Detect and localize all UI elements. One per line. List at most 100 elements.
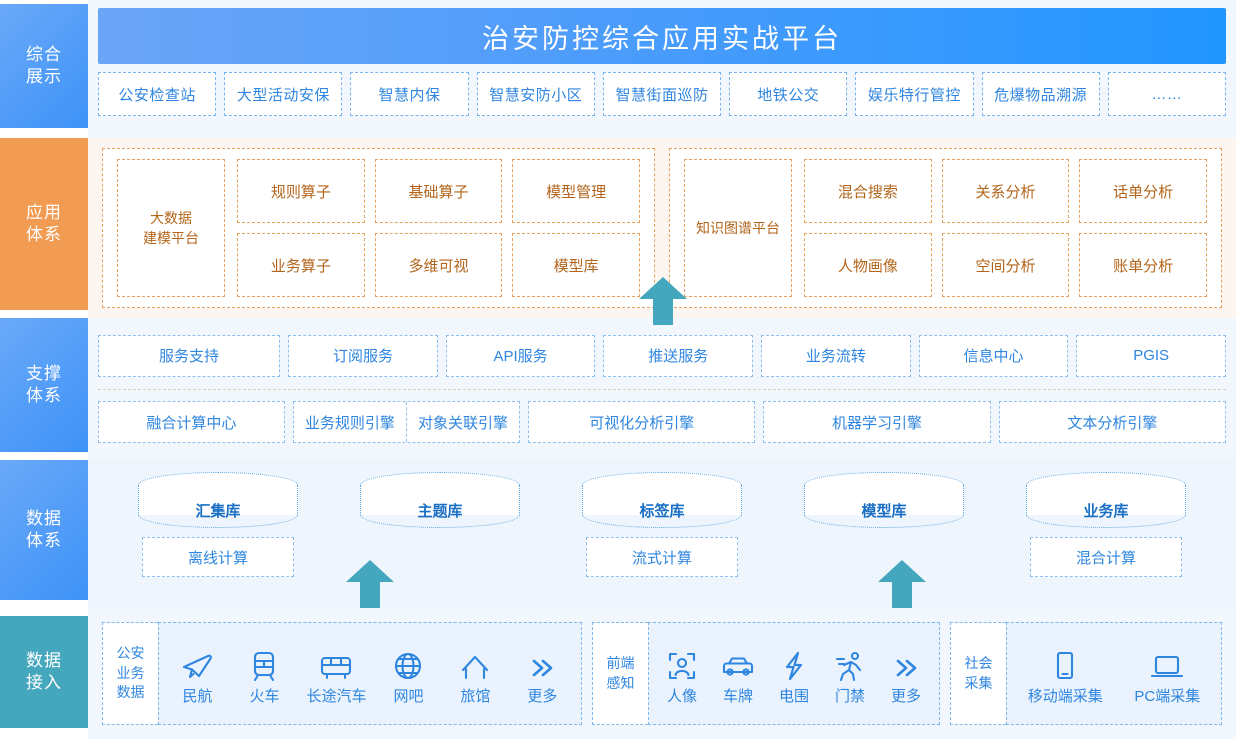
access-item[interactable]: 车牌 xyxy=(713,642,763,706)
car-icon xyxy=(720,642,756,682)
app-cell[interactable]: 人物画像 xyxy=(804,233,932,297)
app-cell[interactable]: 基础算子 xyxy=(374,159,503,223)
page-title: 治安防控综合应用实战平台 xyxy=(98,8,1226,64)
support-item[interactable]: 业务流转 xyxy=(761,334,911,377)
data-access-body: 公安 业务 数据 民航 xyxy=(88,608,1236,739)
access-item-more[interactable]: 更多 xyxy=(881,642,931,706)
app-cell[interactable]: 规则算子 xyxy=(237,159,365,223)
app-cell[interactable]: 业务算子 xyxy=(237,233,365,297)
support-item[interactable]: 订阅服务 xyxy=(288,334,438,377)
data-column: 标签库 流式计算 xyxy=(556,472,768,598)
access-item[interactable]: 火车 xyxy=(239,642,289,706)
app-main-knowledge-graph[interactable]: 知识图谱平台 xyxy=(684,159,792,297)
more-icon xyxy=(527,642,557,682)
display-tile[interactable]: 大型活动安保 xyxy=(224,72,343,116)
display-tile[interactable]: 地铁公交 xyxy=(729,72,848,116)
support-engine[interactable]: 融合计算中心 xyxy=(98,401,285,444)
sidebar-item-support-system: 支撑 体系 xyxy=(0,318,88,452)
section-support-system: 支撑 体系 服务支持 订阅服务 API服务 推送服务 业务流转 信息中心 PGI… xyxy=(0,318,1236,460)
support-item[interactable]: 服务支持 xyxy=(98,334,281,377)
label-line2: 业务 xyxy=(116,664,145,681)
app-cell-grid: 规则算子 基础算子 模型管理 业务算子 多维可视 模型库 xyxy=(237,159,640,297)
support-engine[interactable]: 对象关联引擎 xyxy=(405,402,519,443)
access-item-caption: 移动端采集 xyxy=(1027,687,1103,705)
data-column: 业务库 混合计算 xyxy=(1000,472,1212,598)
access-item-more[interactable]: 更多 xyxy=(517,642,567,706)
access-item[interactable]: 人像 xyxy=(657,642,707,706)
app-cell[interactable]: 多维可视 xyxy=(374,233,503,297)
app-cell[interactable]: 混合搜索 xyxy=(804,159,932,223)
support-item[interactable]: API服务 xyxy=(445,334,596,377)
access-item[interactable]: 长途汽车 xyxy=(306,642,366,706)
display-tile[interactable]: 危爆物品溯源 xyxy=(981,72,1100,116)
support-engine[interactable]: 业务规则引擎 xyxy=(304,414,395,432)
app-cell[interactable]: 关系分析 xyxy=(941,159,1070,223)
access-item-caption: 民航 xyxy=(182,687,213,705)
access-item[interactable]: 门禁 xyxy=(825,642,875,706)
database-cylinder[interactable]: 业务库 xyxy=(1026,472,1186,528)
sidebar-item-data-system: 数据 体系 xyxy=(0,460,88,600)
section-data-access: 数据 接入 公安 业务 数据 xyxy=(0,608,1236,739)
cylinder-body xyxy=(360,485,520,515)
support-engine[interactable]: 文本分析引擎 xyxy=(998,401,1226,444)
app-cell[interactable]: 账单分析 xyxy=(1079,233,1207,297)
app-cell[interactable]: 空间分析 xyxy=(941,233,1070,297)
display-tile[interactable]: 公安检查站 xyxy=(98,72,217,116)
display-tile[interactable]: 智慧街面巡防 xyxy=(602,72,722,116)
display-tile[interactable]: 智慧安防小区 xyxy=(476,72,595,116)
app-cell[interactable]: 话单分析 xyxy=(1079,159,1207,223)
access-group-label: 社会 采集 xyxy=(950,622,1006,725)
more-icon xyxy=(891,642,921,682)
sidebar-item-data-access: 数据 接入 xyxy=(0,616,88,728)
house-icon xyxy=(459,642,491,682)
support-engine[interactable]: 可视化分析引擎 xyxy=(528,401,756,444)
display-tile[interactable]: 智慧内保 xyxy=(350,72,469,116)
access-item-caption: 更多 xyxy=(527,687,558,705)
label-line1: 前端 xyxy=(606,654,635,671)
compute-box[interactable]: 混合计算 xyxy=(1030,537,1182,577)
support-item-pgis[interactable]: PGIS xyxy=(1076,334,1226,377)
database-cylinder[interactable]: 汇集库 xyxy=(138,472,298,528)
access-item-list: 移动端采集 PC端采集 xyxy=(1006,622,1222,725)
database-label: 业务库 xyxy=(1083,502,1129,520)
access-item-caption: 长途汽车 xyxy=(306,687,367,705)
display-tile[interactable]: 娱乐特行管控 xyxy=(855,72,974,116)
app-main-bigdata-modeling[interactable]: 大数据 建模平台 xyxy=(117,159,225,297)
access-item[interactable]: 网吧 xyxy=(383,642,433,706)
access-item-list: 人像 车牌 xyxy=(648,622,940,725)
display-tile-more[interactable]: …… xyxy=(1107,72,1226,116)
access-group-police-business: 公安 业务 数据 民航 xyxy=(102,622,582,725)
access-item[interactable]: 旅馆 xyxy=(450,642,500,706)
access-item-caption: 更多 xyxy=(890,687,921,705)
flow-arrow-up xyxy=(637,277,689,325)
app-cell[interactable]: 模型管理 xyxy=(512,159,640,223)
app-cell-grid: 混合搜索 关系分析 话单分析 人物画像 空间分析 账单分析 xyxy=(804,159,1207,297)
access-item-caption: 人像 xyxy=(666,687,697,705)
access-item[interactable]: 民航 xyxy=(172,642,222,706)
access-item[interactable]: PC端采集 xyxy=(1134,642,1200,706)
support-item[interactable]: 推送服务 xyxy=(603,334,754,377)
display-tile-list: 公安检查站 大型活动安保 智慧内保 智慧安防小区 智慧街面巡防 地铁公交 娱乐特… xyxy=(98,72,1226,116)
compute-box[interactable]: 流式计算 xyxy=(586,537,738,577)
access-item-caption: 旅馆 xyxy=(460,687,491,705)
support-item[interactable]: 信息中心 xyxy=(918,334,1069,377)
support-engine[interactable]: 机器学习引擎 xyxy=(763,401,991,444)
database-cylinder[interactable]: 标签库 xyxy=(582,472,742,528)
access-item[interactable]: 电围 xyxy=(769,642,819,706)
sidebar-label-line2: 展示 xyxy=(26,67,62,86)
data-column: 主题库 xyxy=(334,472,546,598)
compute-box[interactable]: 离线计算 xyxy=(142,537,294,577)
database-cylinder[interactable]: 模型库 xyxy=(804,472,964,528)
access-item-caption: 网吧 xyxy=(393,687,424,705)
app-cell[interactable]: 模型库 xyxy=(512,233,640,297)
sidebar-item-comprehensive-display: 综合 展示 xyxy=(0,4,88,128)
support-engine-pair: 业务规则引擎 对象关联引擎 xyxy=(292,401,521,444)
database-label: 主题库 xyxy=(417,502,463,520)
bolt-icon xyxy=(780,642,808,682)
sidebar-label-line1: 应用 xyxy=(26,202,62,222)
sidebar-label-line2: 体系 xyxy=(26,225,62,244)
access-item[interactable]: 移动端采集 xyxy=(1028,642,1103,706)
section-comprehensive-display: 综合 展示 治安防控综合应用实战平台 公安检查站 大型活动安保 智慧内保 智慧安… xyxy=(0,0,1236,138)
database-cylinder[interactable]: 主题库 xyxy=(360,472,520,528)
app-main-line2: 建模平台 xyxy=(143,230,199,246)
